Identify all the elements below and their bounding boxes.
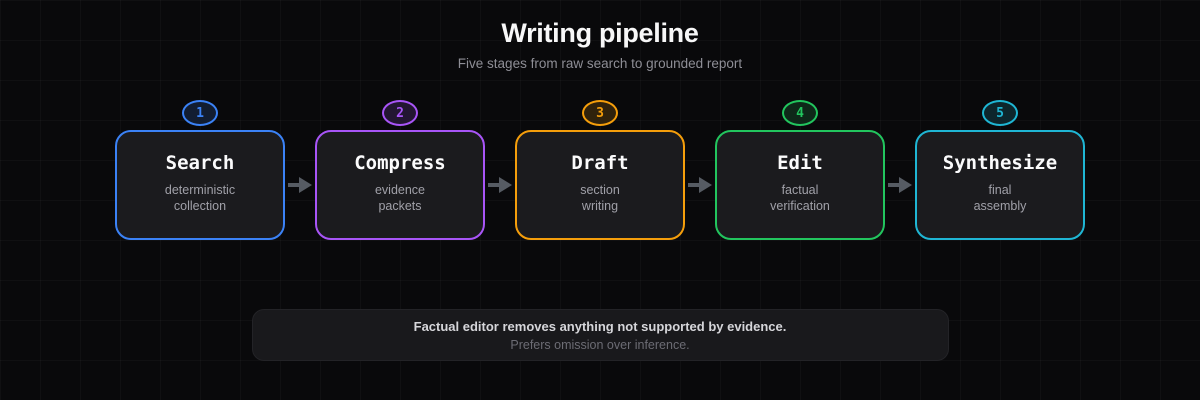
stage-number-badge: 4 (782, 100, 818, 126)
arrow-tail (288, 183, 299, 187)
stage-subtitle: factual verification (770, 183, 830, 213)
stage-title: Compress (354, 152, 446, 174)
stage-number-badge: 3 (582, 100, 618, 126)
stage-subtitle: section writing (580, 183, 620, 213)
stage-title: Search (165, 152, 235, 174)
stage-box: Edit factual verification (715, 130, 885, 240)
footer-note-secondary: Prefers omission over inference. (510, 337, 690, 352)
footer-note-primary: Factual editor removes anything not supp… (413, 318, 787, 334)
arrow-tail (488, 183, 499, 187)
stage-draft: 3 Draft section writing (515, 100, 685, 240)
arrow-head (899, 177, 912, 193)
footer-note: Factual editor removes anything not supp… (251, 309, 949, 361)
stage-box: Synthesize final assembly (915, 130, 1085, 240)
stage-subtitle: final assembly (973, 183, 1027, 213)
pipeline-row: 1 Search deterministic collection 2 Comp… (0, 100, 1200, 240)
stage-title: Edit (777, 152, 823, 174)
stage-title: Synthesize (942, 152, 1058, 174)
stage-number-badge: 2 (382, 100, 418, 126)
arrow-right-icon (485, 177, 515, 193)
arrow-tail (688, 183, 699, 187)
stage-subtitle: deterministic collection (164, 183, 236, 213)
arrow-tail (888, 183, 899, 187)
stage-compress: 2 Compress evidence packets (315, 100, 485, 240)
arrow-head (499, 177, 512, 193)
stage-number-badge: 5 (982, 100, 1018, 126)
diagram-header: Writing pipeline Five stages from raw se… (0, 18, 1200, 72)
stage-number-badge: 1 (182, 100, 218, 126)
stage-synthesize: 5 Synthesize final assembly (915, 100, 1085, 240)
stage-box: Search deterministic collection (115, 130, 285, 240)
page-title: Writing pipeline (501, 18, 699, 48)
stage-search: 1 Search deterministic collection (115, 100, 285, 240)
arrow-head (699, 177, 712, 193)
arrow-right-icon (685, 177, 715, 193)
arrow-right-icon (885, 177, 915, 193)
stage-box: Compress evidence packets (315, 130, 485, 240)
stage-edit: 4 Edit factual verification (715, 100, 885, 240)
arrow-head (299, 177, 312, 193)
page-subtitle: Five stages from raw search to grounded … (457, 56, 743, 71)
stage-subtitle: evidence packets (374, 183, 426, 213)
stage-box: Draft section writing (515, 130, 685, 240)
stage-title: Draft (571, 152, 629, 174)
arrow-right-icon (285, 177, 315, 193)
